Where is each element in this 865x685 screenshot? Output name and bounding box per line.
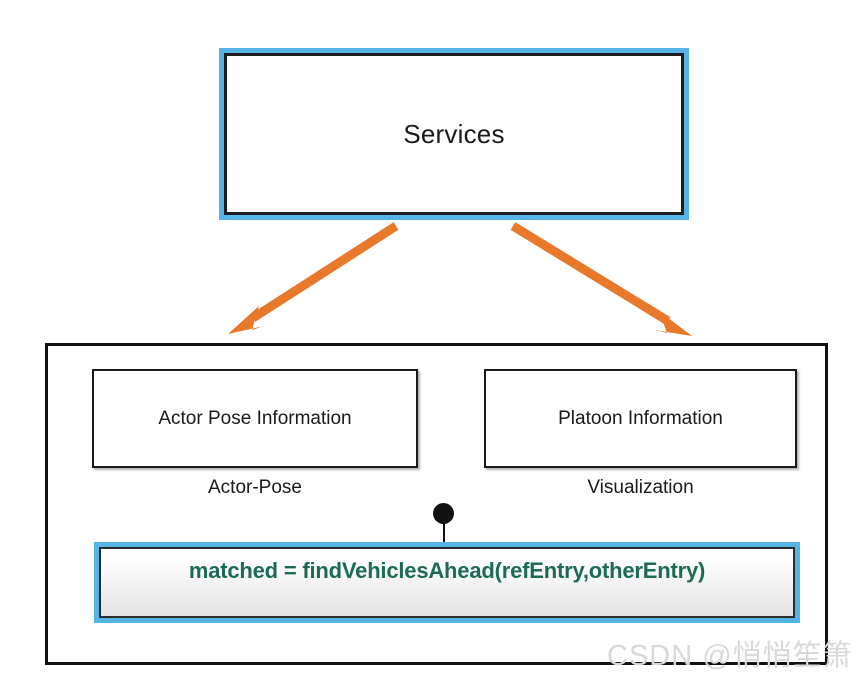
actor-pose-caption: Actor-Pose: [208, 477, 302, 498]
expression-node[interactable]: matched = findVehiclesAhead(refEntry,oth…: [94, 542, 800, 623]
services-node-label: Services: [403, 118, 505, 149]
platoon-information-node[interactable]: Platoon Information: [484, 369, 797, 468]
actor-pose-information-node[interactable]: Actor Pose Information: [92, 369, 418, 468]
arrow-services-to-actor-pose: [228, 222, 399, 334]
platoon-information-label: Platoon Information: [558, 407, 723, 429]
interface-connector-line: [443, 516, 445, 549]
arrow-services-to-visualization: [510, 222, 692, 336]
watermark-text: CSDN @悄悄笙箫: [607, 640, 853, 672]
expression-text: matched = findVehiclesAhead(refEntry,oth…: [188, 558, 706, 583]
expression-node-inner: matched = findVehiclesAhead(refEntry,oth…: [99, 547, 795, 618]
services-node[interactable]: Services: [219, 48, 689, 220]
services-node-inner: Services: [224, 53, 684, 215]
actor-pose-information-label: Actor Pose Information: [158, 407, 352, 429]
visualization-caption: Visualization: [587, 477, 694, 498]
interface-ball-icon: [433, 503, 454, 524]
